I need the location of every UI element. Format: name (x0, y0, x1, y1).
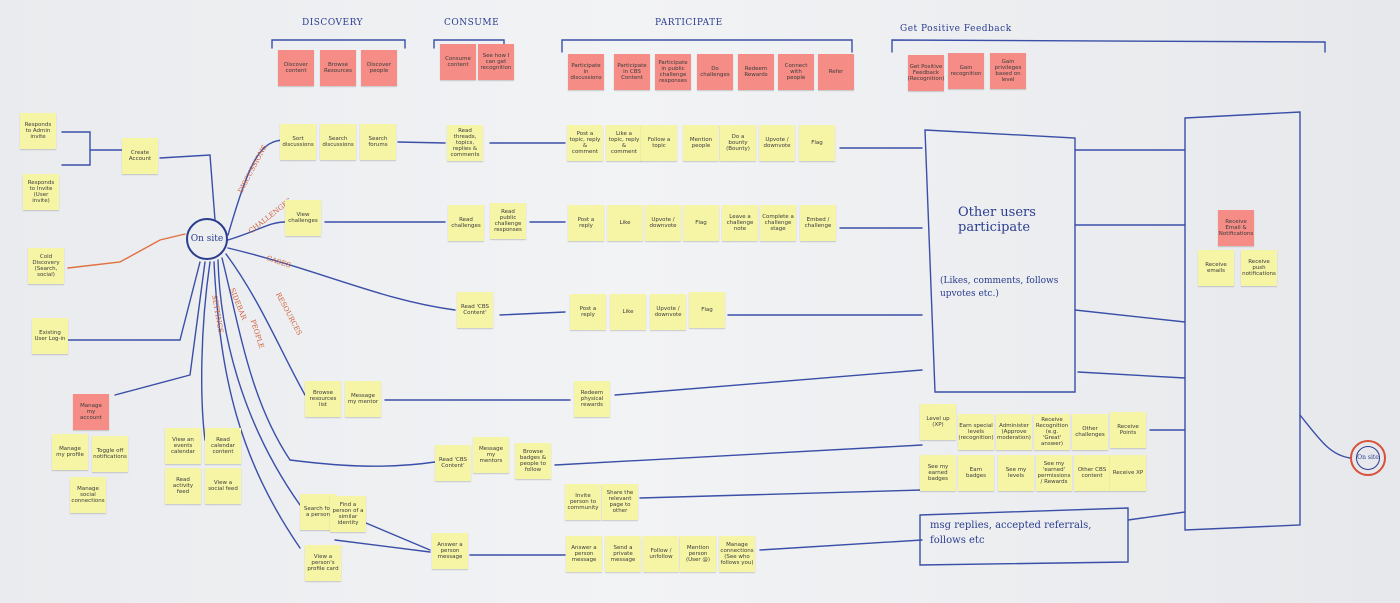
sticky-note: Receive Recognition (e.g. 'Great' answer… (1034, 414, 1070, 450)
sticky-note: Read public challenge responses (490, 203, 526, 239)
sticky-note: Receive Email & Notifications (1218, 210, 1254, 246)
sticky-note: Mention person (User @) (680, 536, 716, 572)
sticky-note: Receive Points (1110, 412, 1146, 448)
sticky-note: Flag (689, 292, 725, 328)
sticky-note: Administer (Approve moderation) (996, 414, 1032, 450)
sticky-note: Sort discussions (280, 124, 316, 160)
sticky-note: Upvote / downvote (650, 294, 686, 330)
sticky-note: Message my mentors (473, 437, 509, 473)
sticky-note: See how I can get recognition (478, 44, 514, 80)
sticky-note: Search discussions (320, 124, 356, 160)
sticky-note: Gain recognition (948, 53, 984, 89)
sticky-note: Post a topic, reply & comment (567, 125, 603, 161)
sticky-note: Invite person to community (565, 484, 601, 520)
sticky-note: Existing User Log-in (32, 318, 68, 354)
sticky-note: View challenges (285, 200, 321, 236)
sticky-note: Read calendar content (205, 428, 241, 464)
sticky-note: Cold Discovery (Search, social) (28, 248, 64, 284)
sticky-note: Upvote / downvote (759, 125, 795, 161)
sticky-note: Responds to Admin invite (20, 113, 56, 149)
sticky-note: Redeem physical rewards (574, 381, 610, 417)
sticky-note: Other challenges (1072, 414, 1108, 450)
sticky-note: Browse resources list (305, 381, 341, 417)
sticky-note: Discover content (278, 50, 314, 86)
sticky-note: Like a topic, reply & comment (606, 125, 642, 161)
sticky-note: Browse Resources (320, 50, 356, 86)
sticky-note: Flag (683, 205, 719, 241)
sticky-note: Participate in discussions (568, 54, 604, 90)
sticky-note: Manage social connections (70, 477, 106, 513)
sticky-note: Get Positive Feedback (Recognition) (908, 55, 944, 91)
sticky-note: See my earned badges (920, 455, 956, 491)
sticky-note: Receive emails (1198, 250, 1234, 286)
sticky-note: Other CBS content (1074, 455, 1110, 491)
sticky-note: Manage my account (73, 394, 109, 430)
on-site-hub-right: On site (1350, 440, 1386, 476)
sticky-note: Earn special levels (recognition) (958, 414, 994, 450)
sticky-note: Do a bounty (Bounty) (720, 125, 756, 161)
sticky-note: Find a person of a similar identity (330, 496, 366, 532)
sticky-note: Read 'CBS Content' (435, 445, 471, 481)
sticky-note: Read challenges (448, 205, 484, 241)
sticky-note: Discover people (361, 50, 397, 86)
on-site-hub-right-inner: On site (1356, 446, 1380, 470)
sticky-note: Receive push notifications (1241, 250, 1277, 286)
other-users-label: Other users participate (958, 205, 1036, 235)
sticky-note: Send a private message (605, 536, 641, 572)
sticky-note: Answer a person message (432, 533, 468, 569)
sticky-note: Like (607, 205, 643, 241)
sticky-note: See my 'earned' permissions / Rewards (1036, 455, 1072, 491)
sticky-note: Do challenges (697, 54, 733, 90)
discovery-header: DISCOVERY (302, 18, 364, 28)
sticky-note: Like (610, 294, 646, 330)
sticky-note: View a social feed (205, 468, 241, 504)
sticky-note: Redeem Rewards (738, 54, 774, 90)
sticky-note: Manage connections (See who follows you) (719, 536, 755, 572)
sticky-note: Browse badges & people to follow (515, 443, 551, 479)
sticky-note: Manage my profile (52, 434, 88, 470)
sticky-note: Read activity feed (165, 468, 201, 504)
sticky-note: Read threads, topics, replies & comments (447, 125, 483, 161)
sticky-note: Message my mentor (345, 381, 381, 417)
msg-replies-label: msg replies, accepted referrals, follows… (930, 520, 1092, 546)
sticky-note: Connect with people (778, 54, 814, 90)
sticky-note: Complete a challenge stage (760, 205, 796, 241)
sticky-note: Follow / unfollow (643, 536, 679, 572)
sticky-note: Responds to Invite (User invite) (23, 174, 59, 210)
sticky-note: Share the relevant page to other (602, 484, 638, 520)
sticky-note: Level up (XP) (920, 404, 956, 440)
sticky-note: Earn badges (958, 455, 994, 491)
participate-header: PARTICIPATE (655, 18, 723, 28)
other-users-detail: (Likes, comments, follows upvotes etc.) (940, 276, 1059, 299)
feedback-header: Get Positive Feedback (900, 24, 1012, 34)
sticky-note: Mention people (683, 125, 719, 161)
sticky-note: Leave a challenge note (722, 205, 758, 241)
sticky-note: See my levels (998, 455, 1034, 491)
sticky-note: View an events calendar (165, 428, 201, 464)
sticky-note: Follow a topic (641, 125, 677, 161)
sticky-note: Search forums (360, 124, 396, 160)
sticky-note: Receive XP (1110, 455, 1146, 491)
sticky-note: Embed / challenge (800, 205, 836, 241)
sticky-note: Toggle off notifications (92, 436, 128, 472)
on-site-hub: On site (186, 218, 228, 260)
sticky-note: Read 'CBS Content' (457, 292, 493, 328)
sticky-note: Flag (799, 125, 835, 161)
sticky-note: Gain privileges based on level (990, 53, 1026, 89)
sticky-note: Create Account (122, 138, 158, 174)
sticky-note: Answer a person message (566, 536, 602, 572)
sticky-note: View a person's profile card (305, 545, 341, 581)
sticky-note: Consume content (440, 44, 476, 80)
sticky-note: Participate in CBS Content (614, 54, 650, 90)
sticky-note: Post a reply (568, 205, 604, 241)
consume-header: CONSUME (444, 18, 500, 28)
sticky-note: Upvote / downvote (645, 205, 681, 241)
sticky-note: Participate in public challenge response… (655, 54, 691, 90)
sticky-note: Post a reply (570, 294, 606, 330)
sticky-note: Refer (818, 54, 854, 90)
